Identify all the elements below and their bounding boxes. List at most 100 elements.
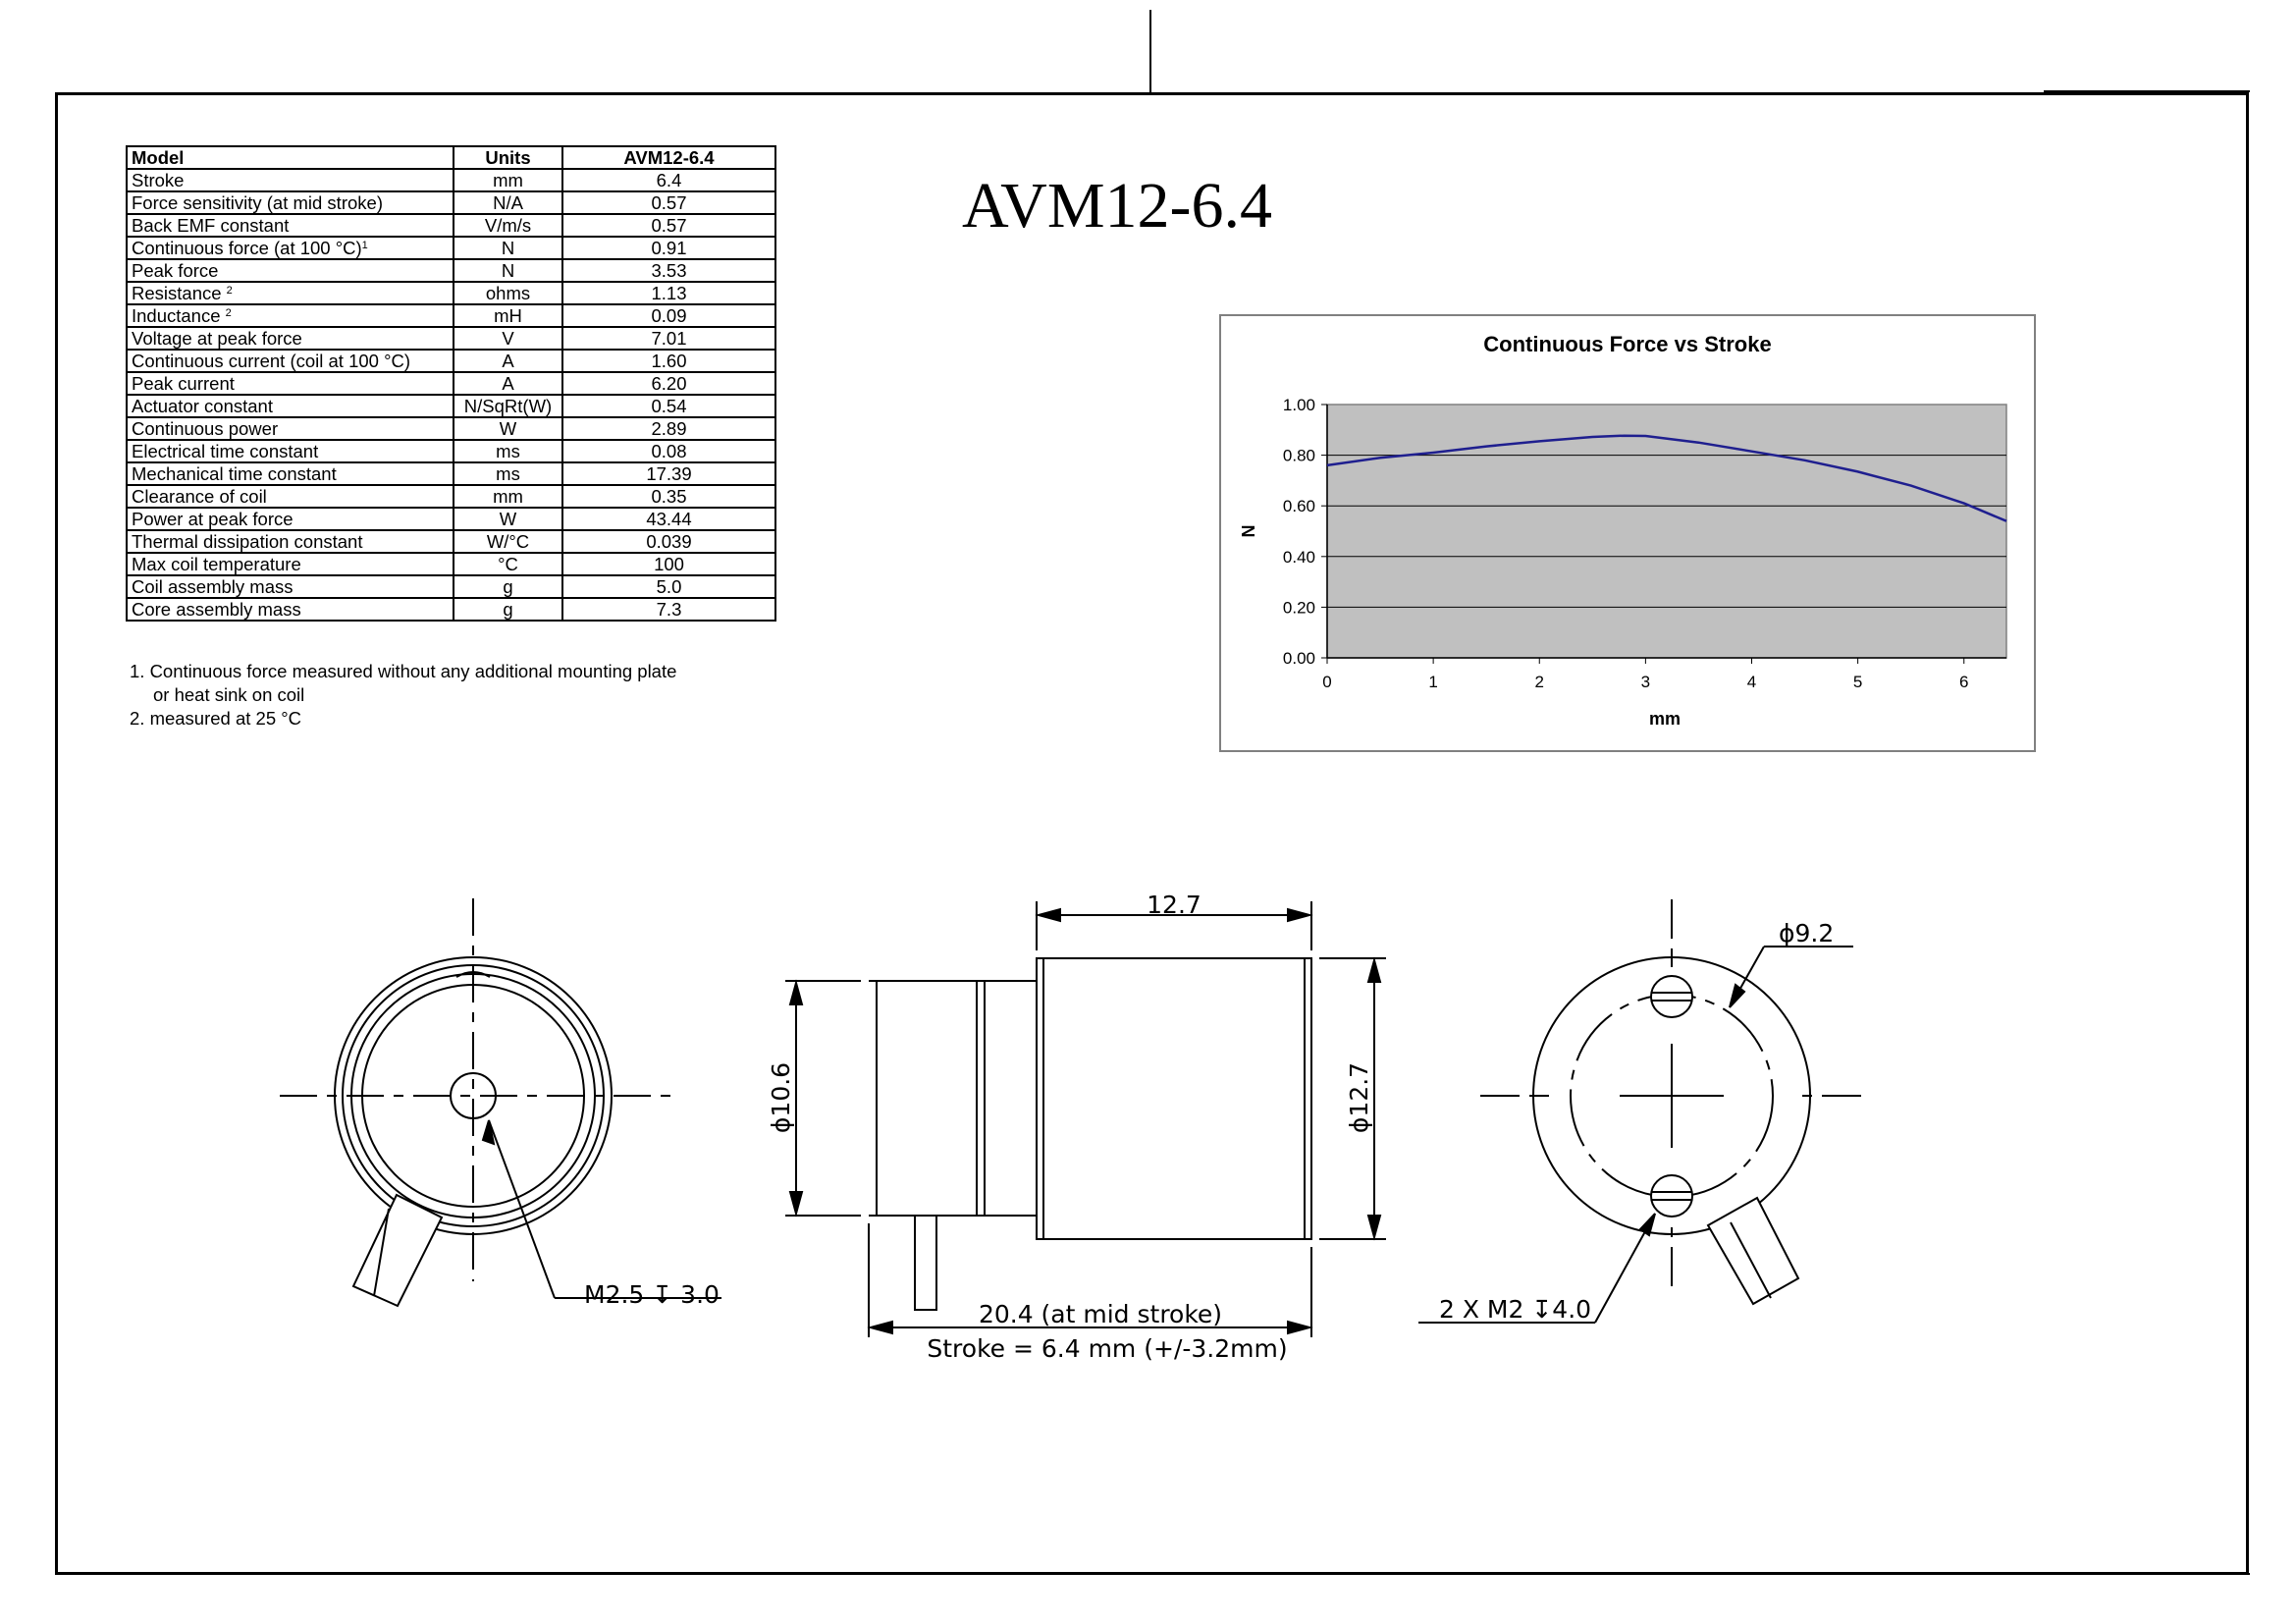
parameter-value: 3.53 [561,258,776,283]
parameter-unit: V [453,326,563,351]
parameter-label: Thermal dissipation constant [126,529,454,554]
parameter-unit: A [453,371,563,396]
page-title: AVM12-6.4 [962,170,1272,242]
side-length-dimension: 20.4 (at mid stroke) [979,1300,1222,1328]
parameter-unit: ms [453,461,563,486]
parameter-label: Resistance 2 [126,281,454,305]
parameter-value: 0.039 [561,529,776,554]
parameter-unit: A [453,349,563,373]
parameter-value: 0.57 [561,190,776,215]
side-large-diameter-dimension: ϕ12.7 [1345,1062,1373,1133]
parameter-label-text: Thermal dissipation constant [132,531,363,552]
table-header-row: Model Units AVM12-6.4 [126,145,776,170]
side-small-diameter-dimension: ϕ10.6 [767,1062,795,1133]
parameter-label-text: Electrical time constant [132,441,319,461]
parameter-label-text: Mechanical time constant [132,463,337,484]
parameter-label-text: Force sensitivity (at mid stroke) [132,192,383,213]
parameter-label: Max coil temperature [126,552,454,576]
parameter-label: Electrical time constant [126,439,454,463]
parameter-label: Continuous power [126,416,454,441]
header-model-value: AVM12-6.4 [561,145,776,170]
y-tick-label: 1.00 [1283,396,1315,414]
parameter-label: Back EMF constant [126,213,454,238]
parameter-unit: g [453,574,563,599]
parameter-unit: W [453,416,563,441]
parameter-label-text: Core assembly mass [132,599,301,620]
side-width-dimension: 12.7 [1147,891,1201,919]
parameter-value: 0.54 [561,394,776,418]
parameter-label-text: Peak current [132,373,235,394]
x-tick-label: 5 [1853,673,1862,691]
parameter-unit: N/SqRt(W) [453,394,563,418]
parameter-label-text: Actuator constant [132,396,273,416]
parameter-value: 0.08 [561,439,776,463]
parameter-value: 0.91 [561,236,776,260]
x-tick-label: 4 [1747,673,1756,691]
thread-callout-left: M2.5 ↧ 3.0 [584,1280,720,1309]
parameter-value: 43.44 [561,507,776,531]
x-axis-label: mm [1649,709,1681,729]
parameter-label: Continuous current (coil at 100 °C) [126,349,454,373]
border-bottom-line [1252,1573,2250,1575]
parameter-unit: mm [453,168,563,192]
footnote-marker: 1 [361,240,368,251]
parameter-label: Power at peak force [126,507,454,531]
footnote-1: 1. Continuous force measured without any… [130,661,677,681]
parameter-value: 5.0 [561,574,776,599]
chart-title: Continuous Force vs Stroke [1483,332,1771,356]
parameter-unit: ms [453,439,563,463]
stroke-note: Stroke = 6.4 mm (+/-3.2mm) [927,1334,1287,1363]
x-tick-label: 2 [1535,673,1544,691]
parameter-value: 7.01 [561,326,776,351]
side-view [785,901,1386,1337]
parameter-label-text: Voltage at peak force [132,328,302,349]
parameter-value: 100 [561,552,776,576]
right-view-diameter-callout: ϕ9.2 [1779,919,1834,947]
parameter-unit: g [453,597,563,622]
parameter-unit: W/°C [453,529,563,554]
parameter-value: 17.39 [561,461,776,486]
parameter-label: Force sensitivity (at mid stroke) [126,190,454,215]
y-axis-label: N [1239,525,1258,538]
parameter-label-text: Inductance [132,305,226,326]
parameter-label-text: Stroke [132,170,185,190]
footnote-2: 2. measured at 25 °C [130,708,302,729]
parameter-label: Actuator constant [126,394,454,418]
parameter-value: 1.60 [561,349,776,373]
parameter-label: Coil assembly mass [126,574,454,599]
parameter-unit: mH [453,303,563,328]
y-tick-label: 0.20 [1283,598,1315,617]
parameter-label-text: Continuous force (at 100 °C) [132,238,362,258]
parameter-label-text: Back EMF constant [132,215,290,236]
parameter-label-text: Continuous current (coil at 100 °C) [132,351,411,371]
drawing-border [55,92,2249,1575]
border-corner-line [2044,90,2250,92]
footnote-marker: 2 [226,285,233,297]
parameter-label-text: Resistance [132,283,227,303]
sheet-center-tick [1149,10,1151,92]
x-tick-label: 3 [1641,673,1650,691]
parameter-label: Stroke [126,168,454,192]
footnotes: 1. Continuous force measured without any… [130,660,676,731]
parameter-label-text: Peak force [132,260,219,281]
parameter-value: 2.89 [561,416,776,441]
parameter-value: 1.13 [561,281,776,305]
x-tick-label: 1 [1428,673,1437,691]
footnote-marker: 2 [225,307,232,319]
table-row: Actuator constant N/SqRt(W)0.54 [126,394,776,418]
